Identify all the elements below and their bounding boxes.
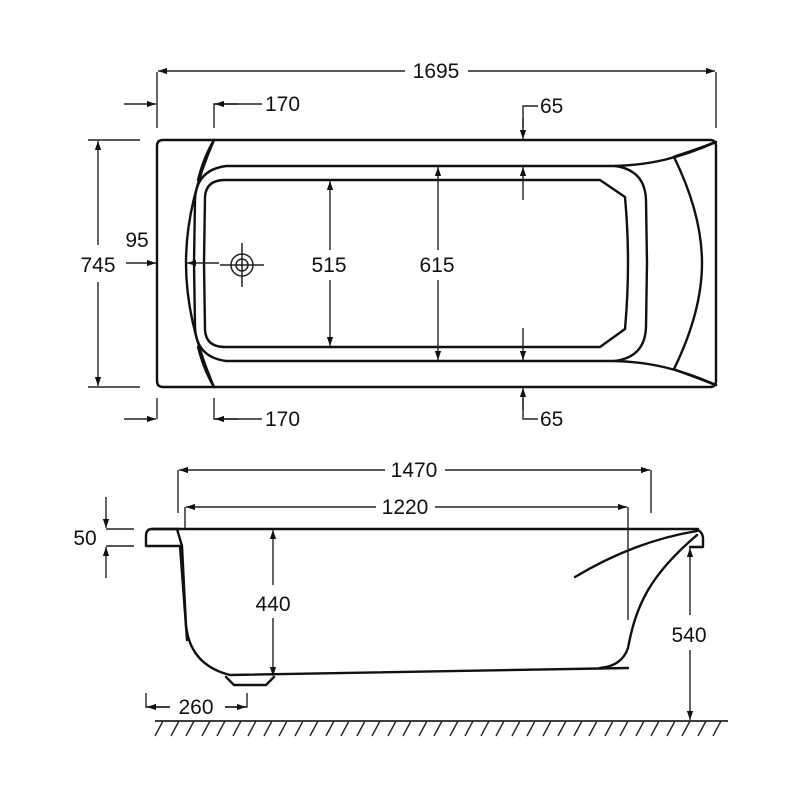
dim-rim-thickness: 50 (73, 527, 96, 550)
side-foot (224, 675, 276, 687)
dim-drain-offset: 95 (125, 229, 148, 252)
dim-inner-rim-width: 615 (419, 254, 454, 277)
side-headrest-curve (573, 529, 699, 579)
side-left-wall-inner (178, 544, 189, 642)
dim-inner-length: 1220 (382, 496, 429, 519)
side-view (144, 527, 705, 687)
plan-left-end-curve-inner-b (196, 345, 216, 389)
dim-rim-width-bottom: 65 (540, 408, 563, 431)
dim-inner-basin-width: 515 (311, 254, 346, 277)
drain-icon (220, 243, 264, 287)
dim-rim-width-top: 65 (540, 95, 563, 118)
side-left-lip (144, 527, 181, 548)
plan-left-end-curve-inner (196, 138, 216, 182)
side-dimensions: 1470 1220 50 440 540 260 (73, 459, 707, 720)
plan-right-end-curve (672, 141, 715, 386)
dim-top-length: 1470 (391, 459, 438, 482)
dim-inner-depth: 440 (255, 593, 290, 616)
dim-overall-length: 1695 (413, 60, 460, 83)
ground-hatch (154, 720, 728, 737)
side-right-wall (598, 533, 699, 670)
plan-right-rim-arc-b (613, 359, 718, 387)
dim-end-offset-bottom: 170 (265, 408, 300, 431)
dim-overall-width: 745 (80, 254, 115, 277)
plan-right-rim-arc (613, 140, 718, 168)
dim-foot-offset: 260 (178, 696, 213, 719)
plan-dimensions: 1695 170 170 65 65 745 95 (80, 60, 717, 431)
dim-total-height: 540 (671, 624, 706, 647)
plan-inner-rim (192, 164, 649, 363)
side-right-lip (688, 527, 705, 549)
dim-end-offset-top: 170 (265, 93, 300, 116)
plan-view (155, 138, 718, 389)
plan-inner-basin (202, 178, 630, 349)
side-left-wall (175, 527, 630, 677)
